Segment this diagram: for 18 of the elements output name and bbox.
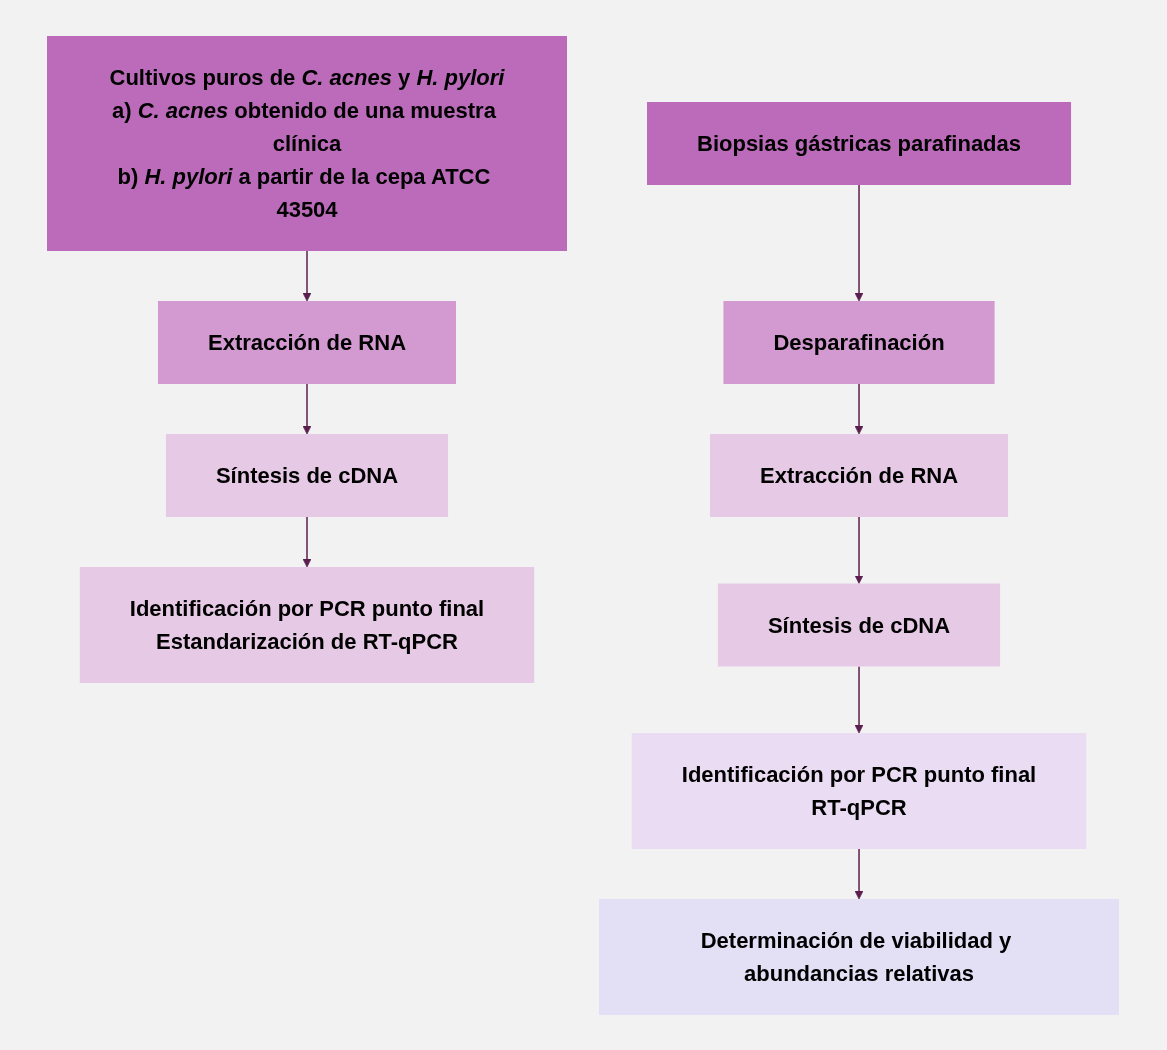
arrow [303,382,312,434]
arrow [303,249,312,301]
node-box: Identificación por PCR punto final Estandarización de RT-qPCR [80,566,535,683]
node-box: Síntesis de cDNA [718,583,1001,666]
node-box: Cultivos puros de C. acnes y H. pylori a) C. acnes obtenido de una muestra clínica b) H. pylori a partir de la cepa ATCC 43504 [47,35,568,251]
arrow [303,515,312,567]
arrow [855,183,864,301]
node-box: Desparafinación [723,300,996,384]
arrow [855,382,864,434]
arrow [855,847,864,899]
node-box: Determinación de viabilidad y abundancias relativas [599,898,1120,1015]
node-box: Identificación por PCR punto final RT-qPCR [632,732,1087,849]
node-box: Síntesis de cDNA [166,433,449,517]
node-box: Extracción de RNA [710,433,1009,517]
arrow [855,515,864,584]
node-box: Extracción de RNA [158,300,457,384]
node-box: Biopsias gástricas parafinadas [647,101,1072,185]
arrow [855,665,864,733]
